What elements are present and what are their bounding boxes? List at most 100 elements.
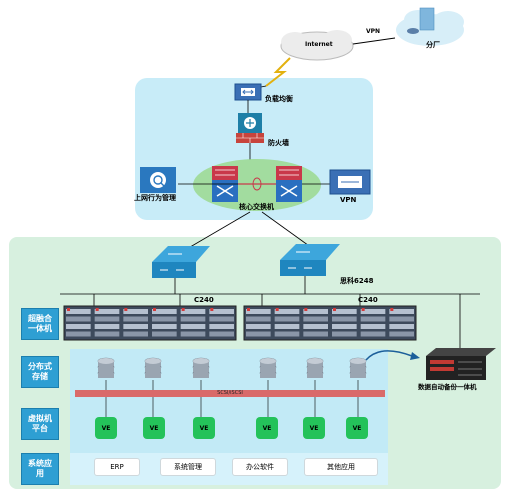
server-group-a [63,305,237,341]
server-bay [303,309,328,314]
wan-link-bolt [265,57,291,87]
app-system-mgmt: 系统管理 [160,458,216,476]
load-balancer-icon [234,83,262,101]
section-hci-label: 超融合一体机 [21,308,59,340]
server-b-label: C240 [358,296,378,304]
database-icon [192,357,210,378]
vm-node: VE [95,417,117,439]
server-bay [66,331,91,337]
database-icon [259,357,277,378]
server-bay [332,331,357,337]
vpn-device-label: VPN [340,196,357,204]
server-bay [180,316,206,322]
server-bay [246,324,271,329]
server-bay [332,324,357,329]
database-icon [349,357,367,378]
access-switch-b-icon [280,244,340,276]
load-balancer-label: 负载均衡 [265,95,293,103]
server-bay [246,331,271,337]
server-bay [303,331,328,337]
server-bay [180,331,206,337]
server-bay [209,324,234,329]
server-bay [246,309,271,314]
vm-node: VE [346,417,368,439]
server-bay [274,331,300,337]
server-bay [66,309,91,314]
server-bay [180,309,206,314]
vm-node: VE [303,417,325,439]
server-bay [94,331,120,337]
server-bay [274,309,300,314]
access-switch-label: 思科6248 [340,277,374,285]
server-bay [303,316,328,322]
server-bay [389,324,414,329]
server-bay [360,324,386,329]
internet-cloud [280,30,354,61]
server-bay [66,324,91,329]
server-bay [332,316,357,322]
section-apps-label: 系统应用 [21,453,59,485]
server-bay [94,316,120,322]
server-bay [209,331,234,337]
vpn-link [352,37,396,45]
backup-label: 数据自动备份一体机 [418,383,477,391]
server-bay [389,331,414,337]
server-bay [152,331,177,337]
server-bay [152,324,177,329]
server-bay [123,331,148,337]
server-bay [389,309,414,314]
server-bay [274,324,300,329]
server-bay [66,316,91,322]
server-bay [209,309,234,314]
firewall-label: 防火墙 [268,139,289,147]
section-storage-label: 分布式存储 [21,356,59,388]
database-icon [306,357,324,378]
server-bay [360,316,386,322]
server-bay [246,316,271,322]
internet-label: Internet [305,41,333,48]
server-a-label: C240 [194,296,214,304]
server-bay [389,316,414,322]
server-bay [274,316,300,322]
storage-to-vm-links [105,380,359,417]
server-bay [123,309,148,314]
app-office: 办公软件 [232,458,288,476]
behavior-management-icon [140,167,176,193]
section-vm-label: 虚拟机平台 [21,408,59,440]
server-group-b [243,305,417,341]
app-erp: ERP [94,458,140,476]
server-bay [152,309,177,314]
server-bay [360,331,386,337]
storage-node-icons [97,357,367,378]
backup-arrow [365,350,413,361]
vpn-device-icon [329,169,371,195]
server-bay [209,316,234,322]
database-icon [144,357,162,378]
database-icon [97,357,115,378]
server-bay [152,316,177,322]
vm-node: VE [143,417,165,439]
server-bay [123,316,148,322]
behavior-mgmt-label: 上网行为管理 [134,194,176,202]
app-other: 其他应用 [304,458,378,476]
branch-cloud [396,7,464,46]
core-switch-b-icon [276,166,302,202]
access-switch-a-icon [152,246,210,278]
server-bay [94,309,120,314]
vm-node: VE [193,417,215,439]
vpn-link-label: VPN [366,28,381,35]
server-bay [180,324,206,329]
firewall-icon [236,113,264,143]
vm-node: VE [256,417,278,439]
storage-bus: SCSI/iSCSI [75,390,385,397]
server-bay [332,309,357,314]
server-bay [94,324,120,329]
server-bay [123,324,148,329]
server-bay [360,309,386,314]
core-switch-label: 核心交换机 [239,203,274,211]
backup-appliance-icon [426,348,496,380]
branch-label: 分厂 [426,41,440,49]
server-bay [303,324,328,329]
